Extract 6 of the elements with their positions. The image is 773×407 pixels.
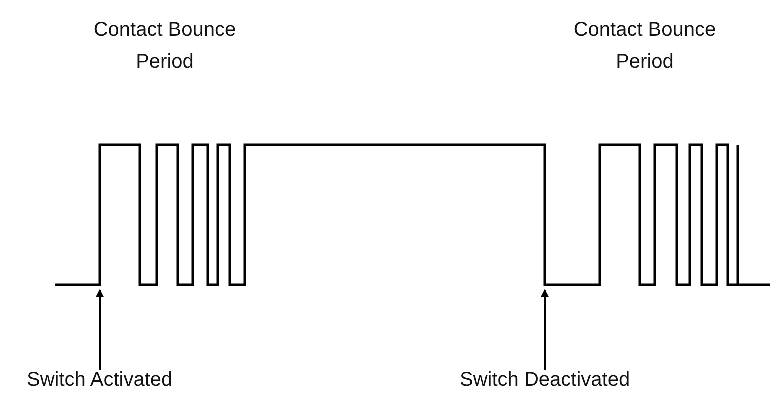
leader-arrow <box>541 289 549 370</box>
event-label: Switch Activated <box>27 364 173 396</box>
period-label: Contact Bounce Period <box>92 18 238 75</box>
leader-arrow <box>96 289 104 370</box>
event-label: Switch Deactivated <box>460 364 630 396</box>
period-label: Contact Bounce Period <box>572 18 718 75</box>
